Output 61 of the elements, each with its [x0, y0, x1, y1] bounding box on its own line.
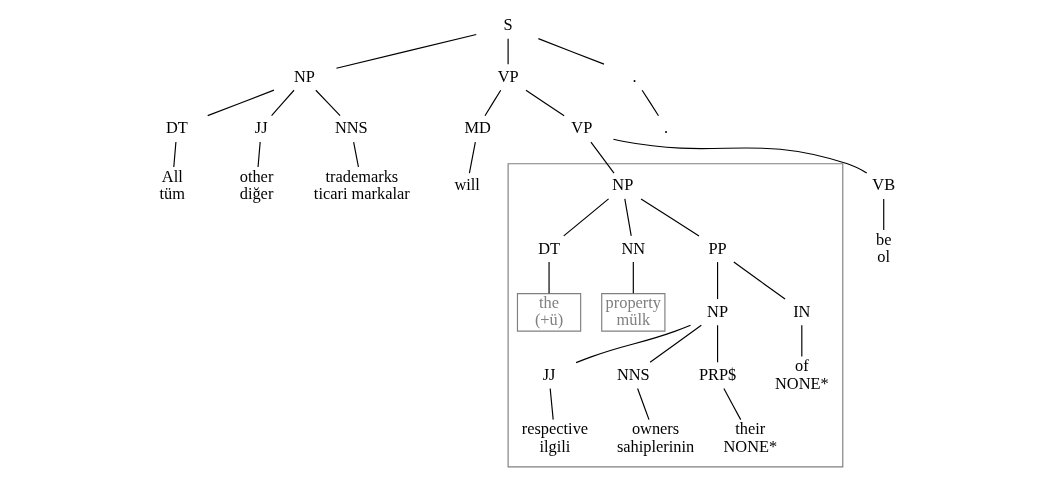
node-text: JJ [254, 117, 268, 137]
connector [549, 387, 554, 421]
node-text: other diğer [239, 166, 273, 204]
node-box: property mülk [600, 293, 665, 332]
connector [882, 198, 884, 231]
node-text: of NONE* [774, 356, 829, 393]
connector [575, 324, 691, 364]
node-text: trademarks ticari markalar [313, 166, 410, 204]
connector [641, 89, 659, 117]
connector [352, 141, 359, 168]
node-text: NP [611, 175, 633, 195]
node-text: VP [570, 117, 592, 137]
connector [732, 261, 786, 300]
connector [649, 324, 702, 363]
node-text: NP [706, 301, 728, 321]
connector [270, 89, 295, 117]
connector [524, 89, 565, 117]
cluster [507, 163, 843, 468]
node-text: VB [871, 175, 895, 195]
node-text: NN [620, 238, 645, 258]
node-text: VP [497, 66, 519, 86]
node-text: respective ilgili [521, 419, 588, 456]
connector [468, 141, 476, 174]
node-box: the (+ü) [516, 293, 581, 332]
connector [716, 261, 718, 300]
node-text: DT [165, 117, 188, 137]
connector [335, 33, 477, 69]
node-text: JJ [542, 364, 555, 384]
node-text: S [503, 15, 513, 35]
connector [722, 387, 741, 421]
node-text: All tüm [159, 166, 185, 204]
node-text: NP [293, 66, 315, 86]
connector [632, 261, 634, 294]
node-text: MD [463, 117, 491, 137]
node-text: PRP$ [698, 364, 736, 384]
connector [562, 198, 609, 237]
connector [537, 38, 605, 65]
connector [314, 89, 341, 117]
connector [589, 141, 615, 174]
node-text: NNS [334, 117, 368, 137]
connector [639, 198, 700, 237]
node-text: will [453, 175, 480, 195]
connector [172, 141, 176, 168]
connector [483, 89, 501, 117]
connector [206, 89, 275, 117]
connector [800, 324, 802, 358]
connector [256, 141, 261, 168]
node-text: PP [707, 238, 727, 258]
node-text: . [631, 66, 637, 86]
node-text: owners sahiplerinin [616, 419, 694, 456]
node-text: be ol [875, 229, 891, 267]
node-text: NNS [616, 364, 650, 384]
node-text: DT [537, 238, 560, 258]
connector [612, 138, 867, 174]
connector [636, 387, 650, 421]
connector [507, 38, 509, 65]
node-text: their NONE* [722, 419, 777, 456]
node-text: IN [792, 301, 810, 321]
connector [623, 198, 632, 237]
node-text: . [663, 117, 668, 137]
connector [716, 324, 718, 363]
